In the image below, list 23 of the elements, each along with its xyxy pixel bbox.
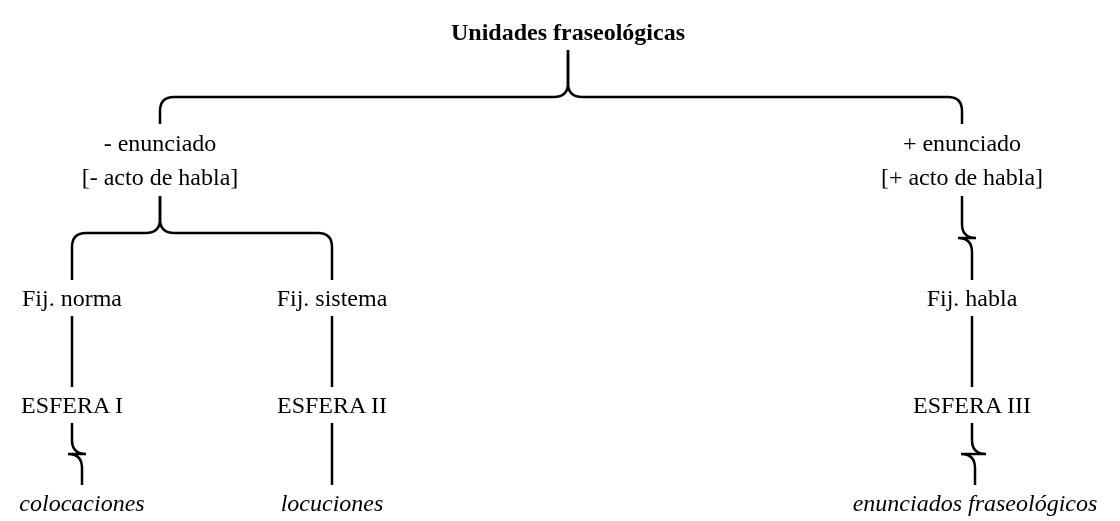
- brace-line: [566, 50, 964, 124]
- connector-line: [330, 316, 334, 387]
- term-label: colocaciones: [0, 485, 167, 521]
- term-label: Unidades fraseológicas: [418, 14, 718, 50]
- term-label: enunciados fraseológicos: [830, 485, 1120, 521]
- term-label: locuciones: [257, 485, 407, 521]
- term-label: Fij. sistema: [252, 280, 412, 316]
- connector-line: [70, 316, 74, 387]
- term-label: + enunciado: [902, 129, 1022, 158]
- brace-line: [956, 196, 978, 280]
- term-label: Fij. norma: [0, 280, 147, 316]
- term-label: ESFERA I: [0, 387, 147, 423]
- term-label: [- acto de habla]: [81, 163, 239, 192]
- term-label: ESFERA II: [252, 387, 412, 423]
- connector-line: [330, 423, 334, 485]
- brace-line: [66, 423, 88, 485]
- term-label: - enunciado: [103, 129, 217, 158]
- term-label: Fij. habla: [897, 280, 1047, 316]
- connector-line: [970, 316, 974, 387]
- term-label: [+ acto de habla]: [880, 163, 1044, 192]
- term-label: ESFERA III: [892, 387, 1052, 423]
- brace-line: [959, 423, 988, 485]
- brace-line: [158, 196, 334, 280]
